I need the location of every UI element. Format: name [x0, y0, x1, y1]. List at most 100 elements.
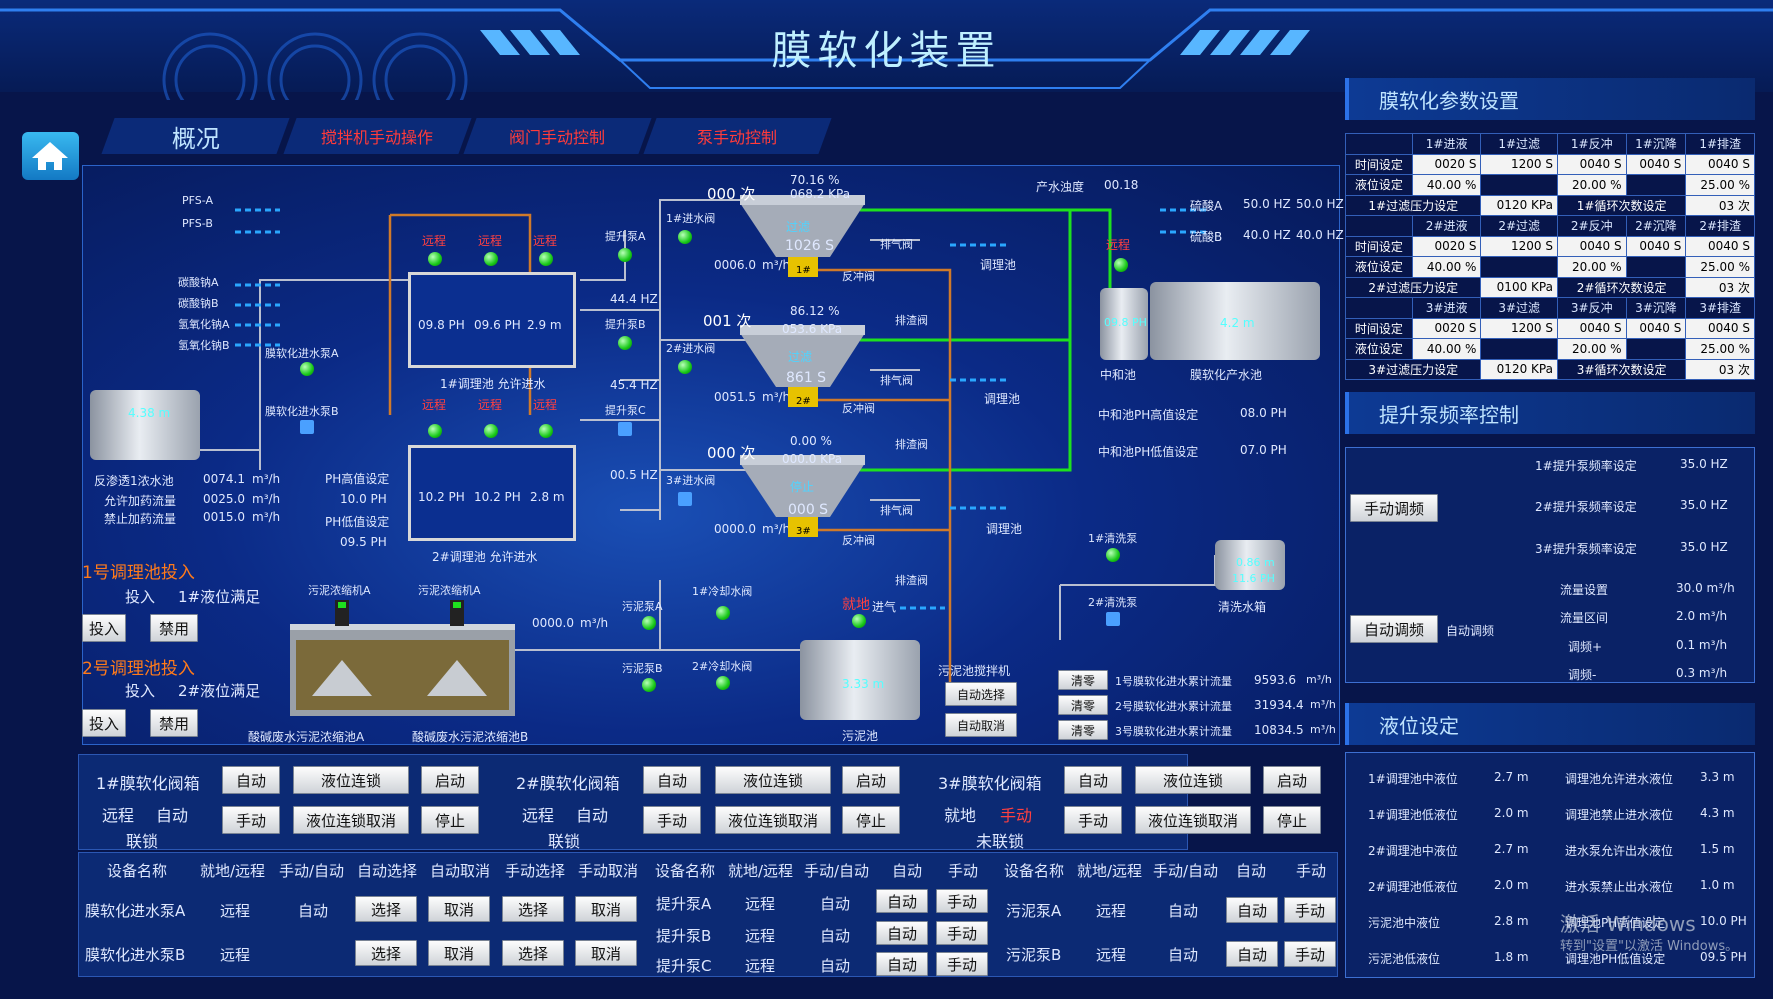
valve-box-3-interlock-button[interactable]: 液位连锁 [1135, 766, 1251, 794]
mixer-status-icon[interactable] [539, 252, 553, 266]
lift-freq-1-value[interactable]: 35.0 HZ [1680, 457, 1728, 471]
param-cycle-input[interactable]: 03 次 [1685, 276, 1755, 298]
param-time-input[interactable]: 0040 S [1556, 235, 1627, 257]
flow-range-value[interactable]: 2.0 m³/h [1676, 609, 1728, 623]
valve-box-3-stop-button[interactable]: 停止 [1263, 806, 1321, 834]
param-time-input[interactable]: 0040 S [1556, 317, 1627, 339]
basin-1-disable-button[interactable]: 禁用 [150, 614, 198, 642]
clear-button-2[interactable]: 清零 [1058, 695, 1108, 715]
lift-a-manual-button[interactable]: 手动 [936, 889, 988, 913]
basin-1-input-button[interactable]: 投入 [82, 614, 126, 642]
param-level-input[interactable]: 20.00 % [1556, 174, 1627, 196]
param-time-input[interactable]: 1200 S [1480, 317, 1558, 339]
valve-box-3-interlock-cancel-button[interactable]: 液位连锁取消 [1135, 806, 1251, 834]
valve-box-1-interlock-cancel-button[interactable]: 液位连锁取消 [293, 806, 409, 834]
pump-b-status-icon[interactable] [300, 420, 314, 434]
valve-box-1-interlock-button[interactable]: 液位连锁 [293, 766, 409, 794]
lift-a-auto-button[interactable]: 自动 [876, 889, 928, 913]
inlet-valve-2-icon[interactable] [678, 360, 692, 374]
cooling-valve-1-icon[interactable] [716, 606, 730, 620]
level-right-value[interactable]: 09.5 PH [1700, 950, 1747, 964]
clear-button-3[interactable]: 清零 [1058, 720, 1108, 740]
mixer-status-icon[interactable] [428, 424, 442, 438]
param-level-input[interactable]: 20.00 % [1556, 256, 1627, 278]
pump-b-auto-select-button[interactable]: 选择 [355, 940, 417, 966]
pump-a-manual-cancel-button[interactable]: 取消 [575, 896, 637, 922]
valve-box-1-stop-button[interactable]: 停止 [421, 806, 479, 834]
pump-b-manual-cancel-button[interactable]: 取消 [575, 940, 637, 966]
valve-box-3-auto-button[interactable]: 自动 [1064, 766, 1122, 794]
freq-up-value[interactable]: 0.1 m³/h [1676, 638, 1728, 652]
valve-box-2-auto-button[interactable]: 自动 [643, 766, 701, 794]
param-time-input[interactable]: 0020 S [1411, 317, 1482, 339]
valve-box-2-interlock-button[interactable]: 液位连锁 [715, 766, 831, 794]
lift-freq-2-value[interactable]: 35.0 HZ [1680, 498, 1728, 512]
acid-valve-icon[interactable] [1114, 258, 1128, 272]
param-time-input[interactable]: 1200 S [1480, 235, 1558, 257]
valve-box-1-manual-button[interactable]: 手动 [222, 806, 280, 834]
param-level-input[interactable]: 40.00 % [1411, 256, 1482, 278]
mixer-status-icon[interactable] [484, 252, 498, 266]
param-time-input[interactable]: 0040 S [1556, 153, 1627, 175]
param-pressure-input[interactable]: 0100 KPa [1480, 276, 1558, 298]
lift-c-manual-button[interactable]: 手动 [936, 952, 988, 976]
level-left-value[interactable]: 2.0 m [1494, 806, 1529, 820]
wash-pump-2-icon[interactable] [1106, 612, 1120, 626]
sludge-a-auto-button[interactable]: 自动 [1226, 897, 1278, 923]
valve-box-2-manual-button[interactable]: 手动 [643, 806, 701, 834]
lift-c-auto-button[interactable]: 自动 [876, 952, 928, 976]
valve-box-2-start-button[interactable]: 启动 [842, 766, 900, 794]
param-time-input[interactable]: 0020 S [1411, 153, 1482, 175]
basin-2-input-button[interactable]: 投入 [82, 709, 126, 737]
sludge-a-manual-button[interactable]: 手动 [1284, 897, 1336, 923]
lift-pump-b-icon[interactable] [618, 336, 632, 350]
lift-b-manual-button[interactable]: 手动 [936, 921, 988, 945]
valve-box-1-auto-button[interactable]: 自动 [222, 766, 280, 794]
mixer-status-icon[interactable] [428, 252, 442, 266]
pump-b-auto-cancel-button[interactable]: 取消 [428, 940, 490, 966]
pump-a-auto-select-button[interactable]: 选择 [355, 896, 417, 922]
valve-box-2-interlock-cancel-button[interactable]: 液位连锁取消 [715, 806, 831, 834]
param-time-input[interactable]: 0040 S [1625, 153, 1687, 175]
flow-set-value[interactable]: 30.0 m³/h [1676, 581, 1735, 595]
freq-down-value[interactable]: 0.3 m³/h [1676, 666, 1728, 680]
sludge-pump-a-icon[interactable] [642, 616, 656, 630]
param-level-input[interactable]: 25.00 % [1685, 338, 1755, 360]
param-time-input[interactable]: 0040 S [1625, 317, 1687, 339]
inlet-valve-1-icon[interactable] [678, 230, 692, 244]
param-pressure-input[interactable]: 0120 KPa [1480, 358, 1558, 380]
pump-a-auto-cancel-button[interactable]: 取消 [428, 896, 490, 922]
lift-pump-c-icon[interactable] [618, 422, 632, 436]
clear-button-1[interactable]: 清零 [1058, 670, 1108, 690]
auto-freq-button[interactable]: 自动调频 [1350, 615, 1438, 643]
level-left-value[interactable]: 2.8 m [1494, 914, 1529, 928]
param-level-input[interactable]: 20.00 % [1556, 338, 1627, 360]
param-level-input[interactable]: 25.00 % [1685, 174, 1755, 196]
param-time-input[interactable]: 0040 S [1685, 235, 1755, 257]
inlet-valve-3-icon[interactable] [678, 492, 692, 506]
param-time-input[interactable]: 0040 S [1625, 235, 1687, 257]
valve-box-2-stop-button[interactable]: 停止 [842, 806, 900, 834]
auto-select-button[interactable]: 自动选择 [945, 682, 1017, 706]
level-left-value[interactable]: 2.7 m [1494, 770, 1529, 784]
level-right-value[interactable]: 1.5 m [1700, 842, 1735, 856]
level-left-value[interactable]: 1.8 m [1494, 950, 1529, 964]
sludge-b-manual-button[interactable]: 手动 [1284, 941, 1336, 967]
param-time-input[interactable]: 0040 S [1685, 153, 1755, 175]
level-right-value[interactable]: 4.3 m [1700, 806, 1735, 820]
level-left-value[interactable]: 2.0 m [1494, 878, 1529, 892]
sludge-pump-b-icon[interactable] [642, 678, 656, 692]
param-time-input[interactable]: 1200 S [1480, 153, 1558, 175]
lift-freq-3-value[interactable]: 35.0 HZ [1680, 540, 1728, 554]
level-left-value[interactable]: 2.7 m [1494, 842, 1529, 856]
pump-a-status-icon[interactable] [300, 362, 314, 376]
wash-pump-1-icon[interactable] [1106, 548, 1120, 562]
valve-box-3-manual-button[interactable]: 手动 [1064, 806, 1122, 834]
valve-box-1-start-button[interactable]: 启动 [421, 766, 479, 794]
param-level-input[interactable]: 40.00 % [1411, 338, 1482, 360]
param-level-input[interactable]: 40.00 % [1411, 174, 1482, 196]
level-right-value[interactable]: 1.0 m [1700, 878, 1735, 892]
lift-b-auto-button[interactable]: 自动 [876, 921, 928, 945]
mixer-status-icon[interactable] [539, 424, 553, 438]
lift-pump-a-icon[interactable] [618, 248, 632, 262]
